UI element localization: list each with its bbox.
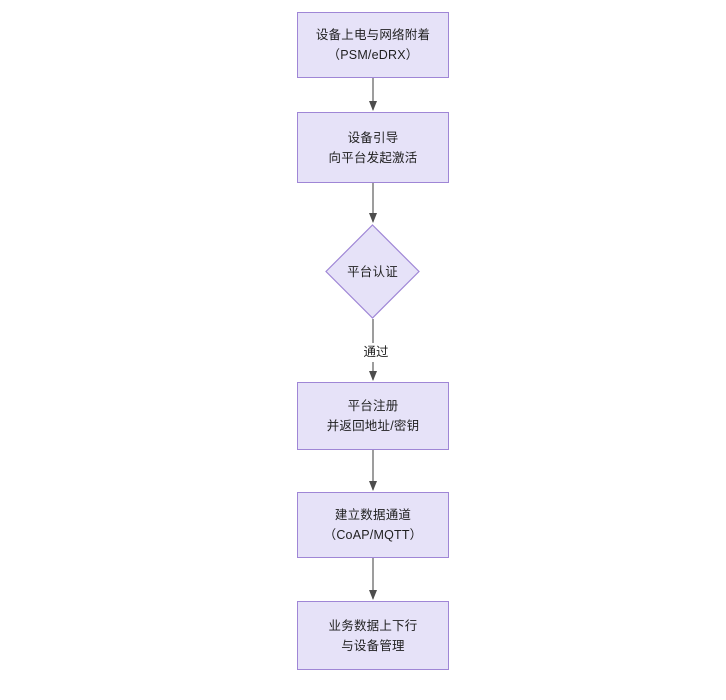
node-label-line: 与设备管理 [341, 638, 405, 653]
node-label-line: 建立数据通道 [334, 508, 412, 522]
edge-label-pass: 通过 [351, 343, 401, 362]
node-business-data-uplink-downlink[interactable]: 业务数据上下行 与设备管理 [297, 601, 449, 670]
node-platform-authentication[interactable]: 平台认证 [325, 224, 420, 319]
node-label-line: （PSM/eDRX） [327, 48, 419, 62]
node-label-line: 设备引导 [347, 130, 399, 145]
node-device-power-on[interactable]: 设备上电与网络附着 （PSM/eDRX） [297, 12, 449, 78]
node-label-line: 设备上电与网络附着 [315, 28, 431, 42]
node-label-line: 业务数据上下行 [328, 618, 418, 633]
node-label-line: 向平台发起激活 [328, 150, 418, 165]
node-device-bootstrap[interactable]: 设备引导 向平台发起激活 [297, 112, 449, 183]
diamond-shape [325, 224, 420, 319]
node-label-line: 平台注册 [347, 399, 399, 413]
node-label-line: 平台认证 [347, 264, 398, 279]
node-label-line: （CoAP/MQTT） [323, 528, 423, 542]
node-platform-registration[interactable]: 平台注册 并返回地址/密钥 [297, 382, 449, 450]
node-label-line: 并返回地址/密钥 [326, 419, 420, 433]
node-establish-data-channel[interactable]: 建立数据通道 （CoAP/MQTT） [297, 492, 449, 558]
